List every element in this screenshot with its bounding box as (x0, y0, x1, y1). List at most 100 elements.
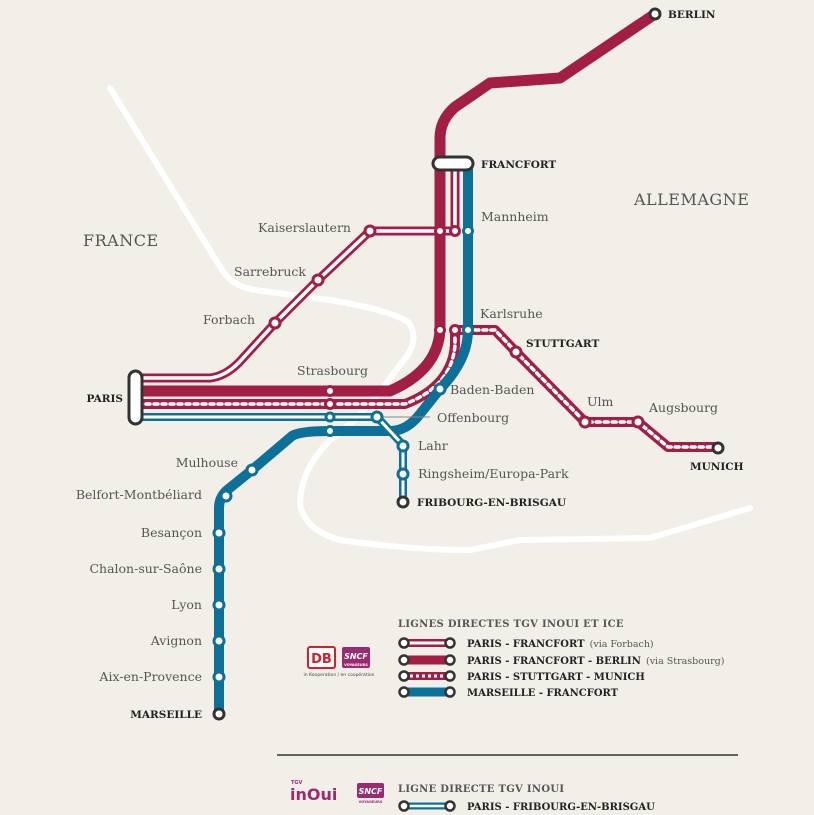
country-germany: ALLEMAGNE (633, 190, 749, 209)
sncf-logo-2 (357, 783, 384, 798)
station-chalon-marker (212, 562, 226, 576)
station-ulm-marker (578, 415, 592, 429)
label-fribourg: FRIBOURG-EN-BRISGAU (417, 497, 566, 509)
label-mulhouse: Mulhouse (176, 455, 238, 470)
legend-row-paris-fribourg: PARIS - FRIBOURG-EN-BRISGAU (398, 800, 655, 813)
label-marseille: MARSEILLE (130, 709, 202, 721)
label-lyon: Lyon (171, 597, 202, 612)
station-augsbourg-marker (631, 415, 645, 429)
border-rhine (297, 362, 753, 553)
label-belfort: Belfort-Montbéliard (76, 487, 202, 502)
station-offenbourg-marker (370, 410, 384, 424)
station-mannheim-red-1 (434, 225, 446, 237)
legend-line-3-name: PARIS - STUTTGART - MUNICH (467, 672, 645, 683)
label-munich: MUNICH (690, 461, 744, 473)
red-stops (268, 224, 645, 429)
label-stuttgart: STUTTGART (526, 338, 599, 350)
station-munich-marker (711, 441, 725, 455)
label-strasbourg: Strasbourg (297, 363, 368, 378)
legend-ice: LIGNES DIRECTES TGV INOUI ET ICE PARIS -… (398, 619, 724, 699)
station-mannheim-red-2 (449, 225, 461, 237)
station-lahr-marker (396, 439, 410, 453)
label-lahr: Lahr (418, 438, 448, 453)
label-mannheim: Mannheim (481, 209, 549, 224)
label-sarrebruck: Sarrebruck (234, 264, 306, 279)
station-paris-marker (127, 369, 144, 426)
country-borders (107, 85, 753, 553)
label-karlsruhe: Karlsruhe (480, 306, 543, 321)
label-paris: PARIS (87, 393, 124, 405)
tgv-logo-small: TGV (291, 780, 303, 786)
station-karlsruhe-red-1 (434, 324, 446, 336)
label-forbach: Forbach (203, 312, 255, 327)
svg-text:PARIS - FRIBOURG-EN-BRISGAU: PARIS - FRIBOURG-EN-BRISGAU (467, 802, 655, 813)
terminal-markers (212, 7, 725, 721)
legend-row-paris-francfort-berlin: PARIS - FRANCFORT - BERLIN (via Strasbou… (398, 649, 724, 668)
sncf-logo-2-text: SNCF (359, 787, 383, 796)
sncf-logo-2-sub: VOYAGEURS (359, 800, 383, 804)
legend-line-1-note: (via Forbach) (590, 639, 654, 650)
legend-tgv: LIGNE DIRECTE TGV INOUI PARIS - FRIBOURG… (398, 784, 655, 813)
station-francfort-marker (431, 155, 475, 172)
station-besancon-marker (212, 526, 226, 540)
label-baden-baden: Baden-Baden (450, 382, 534, 397)
station-stuttgart-marker (509, 345, 523, 359)
station-strasbourg-mid (324, 398, 336, 410)
station-belfort-marker (219, 489, 233, 503)
border-north (107, 85, 417, 368)
legend-row-paris-francfort: PARIS - FRANCFORT (via Forbach) (398, 632, 654, 651)
label-ringsheim: Ringsheim/Europa-Park (418, 466, 569, 481)
legend-line-2-note: (via Strasbourg) (646, 656, 724, 667)
legend-line-1-name: PARIS - FRANCFORT (467, 639, 585, 650)
station-karlsruhe-blue (462, 324, 474, 336)
station-strasbourg-blue (324, 425, 336, 437)
station-berlin-marker (648, 7, 662, 21)
sncf-logo (342, 647, 370, 668)
station-ringsheim-marker (396, 467, 410, 481)
station-mulhouse-marker (245, 463, 259, 477)
station-mannheim-blue (462, 225, 474, 237)
station-baden-baden-marker (433, 382, 447, 396)
svg-text:PARIS - FRANCFORT (via Forbach: PARIS - FRANCFORT (via Forbach) (467, 632, 654, 651)
station-marseille-marker (212, 707, 226, 721)
station-kaiserslautern-marker (363, 224, 377, 238)
cooperation-text: in Kooperation / en coopération (304, 671, 375, 678)
station-aix-marker (212, 670, 226, 684)
blue-stops (212, 225, 474, 684)
label-chalon: Chalon-sur-Saône (89, 561, 202, 576)
svg-text:MARSEILLE - FRANCFORT: MARSEILLE - FRANCFORT (467, 688, 619, 699)
station-strasbourg-fribourg (324, 411, 336, 423)
line-paris-stuttgart-munich (133, 325, 723, 452)
line-paris-francfort-forbach (133, 163, 460, 383)
legend-tgv-title: LIGNE DIRECTE TGV INOUI (398, 784, 564, 795)
label-kaiserslautern: Kaiserslautern (258, 220, 351, 235)
tgv-inoui-logos: TGV inOui SNCF VOYAGEURS (290, 780, 384, 804)
db-sncf-logos: DB SNCF VOYAGEURS in Kooperation / en co… (304, 646, 375, 678)
sncf-logo-sub: VOYAGEURS (344, 663, 368, 667)
station-fribourg-marker (396, 495, 410, 509)
label-offenbourg: Offenbourg (437, 410, 509, 425)
station-forbach-marker (268, 316, 282, 330)
label-avignon: Avignon (150, 633, 202, 648)
legend-line-4-name: MARSEILLE - FRANCFORT (467, 688, 619, 699)
db-logo-text: DB (311, 652, 332, 667)
label-berlin: BERLIN (668, 9, 716, 21)
legend-line-2-name: PARIS - FRANCFORT - BERLIN (467, 656, 641, 667)
sncf-logo-text: SNCF (344, 652, 368, 661)
label-ulm: Ulm (587, 394, 614, 409)
station-karlsruhe-red-2 (449, 324, 461, 336)
inoui-logo: inOui (290, 785, 337, 804)
label-besancon: Besançon (141, 525, 202, 540)
station-avignon-marker (212, 634, 226, 648)
legend-tgv-line-name: PARIS - FRIBOURG-EN-BRISGAU (467, 802, 655, 813)
station-strasbourg-red (324, 385, 336, 397)
svg-text:PARIS - FRANCFORT - BERLIN (vi: PARIS - FRANCFORT - BERLIN (via Strasbou… (467, 649, 724, 668)
label-augsbourg: Augsbourg (648, 400, 718, 415)
legend-row-marseille-francfort: MARSEILLE - FRANCFORT (398, 686, 619, 699)
legend-ice-title: LIGNES DIRECTES TGV INOUI ET ICE (398, 619, 624, 630)
country-france: FRANCE (83, 231, 159, 250)
db-logo (307, 646, 336, 669)
station-lyon-marker (212, 598, 226, 612)
station-sarrebruck-marker (311, 273, 325, 287)
